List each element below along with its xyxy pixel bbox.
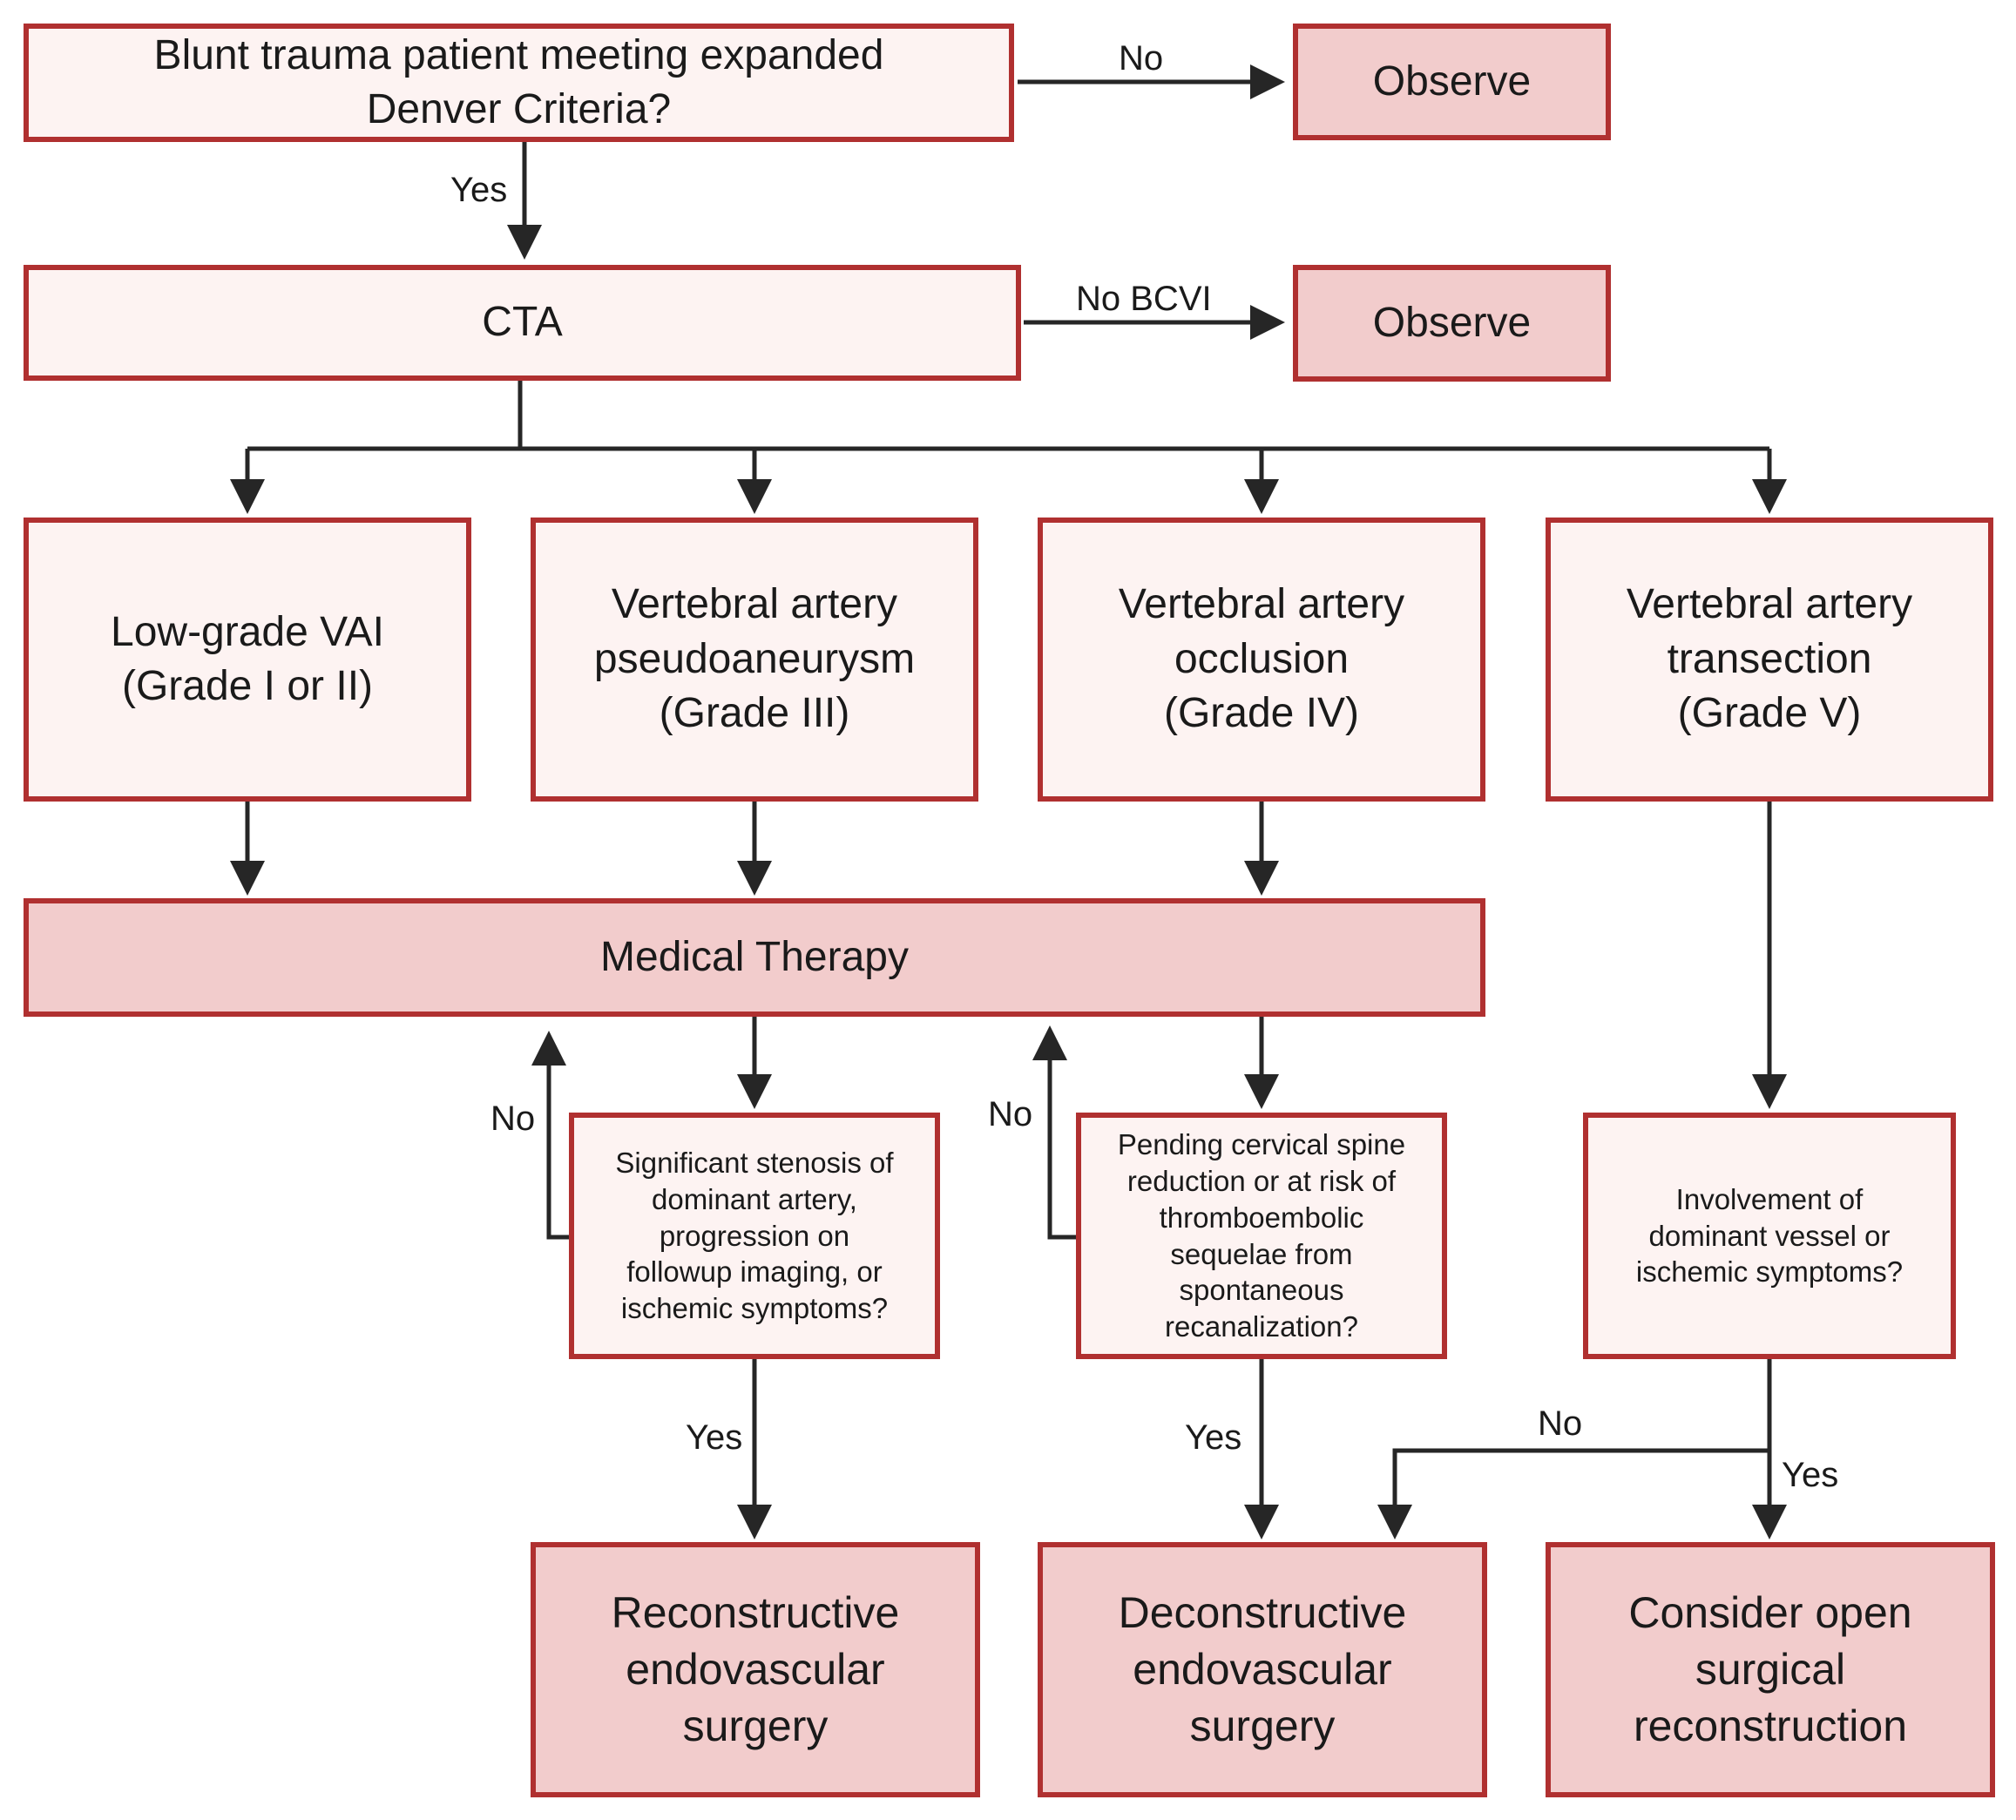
observe-box-top: Observe xyxy=(1293,24,1611,140)
label-recanalization-yes: Yes xyxy=(1185,1418,1242,1457)
arrow-dominant-no xyxy=(1377,1448,1769,1539)
label-start-no: No xyxy=(1119,39,1164,78)
deconstructive-surgery-box: Deconstructive endovascular surgery xyxy=(1038,1542,1487,1797)
medical-therapy-box: Medical Therapy xyxy=(24,898,1485,1017)
label-stenosis-yes: Yes xyxy=(686,1418,743,1457)
label-start-yes: Yes xyxy=(450,171,508,209)
recanalization-question-box: Pending cervical spine reduction or at r… xyxy=(1076,1113,1447,1359)
arrow-recanalization-no-back xyxy=(1032,1025,1076,1240)
start-question-box: Blunt trauma patient meeting expanded De… xyxy=(24,24,1014,142)
grade-3-box: Vertebral artery pseudoaneurysm (Grade I… xyxy=(531,518,978,802)
label-stenosis-no: No xyxy=(490,1099,536,1138)
cta-box: CTA xyxy=(24,265,1021,381)
label-recanalization-no: No xyxy=(988,1095,1033,1133)
grade-5-box: Vertebral artery transection (Grade V) xyxy=(1546,518,1993,802)
label-dominant-yes: Yes xyxy=(1782,1456,1839,1494)
stenosis-question-box: Significant stenosis of dominant artery,… xyxy=(569,1113,940,1359)
dominant-vessel-question-box: Involvement of dominant vessel or ischem… xyxy=(1583,1113,1956,1359)
reconstructive-surgery-box: Reconstructive endovascular surgery xyxy=(531,1542,980,1797)
grade-4-box: Vertebral artery occlusion (Grade IV) xyxy=(1038,518,1485,802)
open-surgical-reconstruction-box: Consider open surgical reconstruction xyxy=(1546,1542,1995,1797)
grade-1-2-box: Low-grade VAI (Grade I or II) xyxy=(24,518,471,802)
label-dominant-no: No xyxy=(1538,1404,1583,1443)
label-cta-no-bcvi: No BCVI xyxy=(1076,280,1212,318)
arrow-stenosis-no-back xyxy=(531,1031,569,1240)
observe-box-bottom: Observe xyxy=(1293,265,1611,382)
